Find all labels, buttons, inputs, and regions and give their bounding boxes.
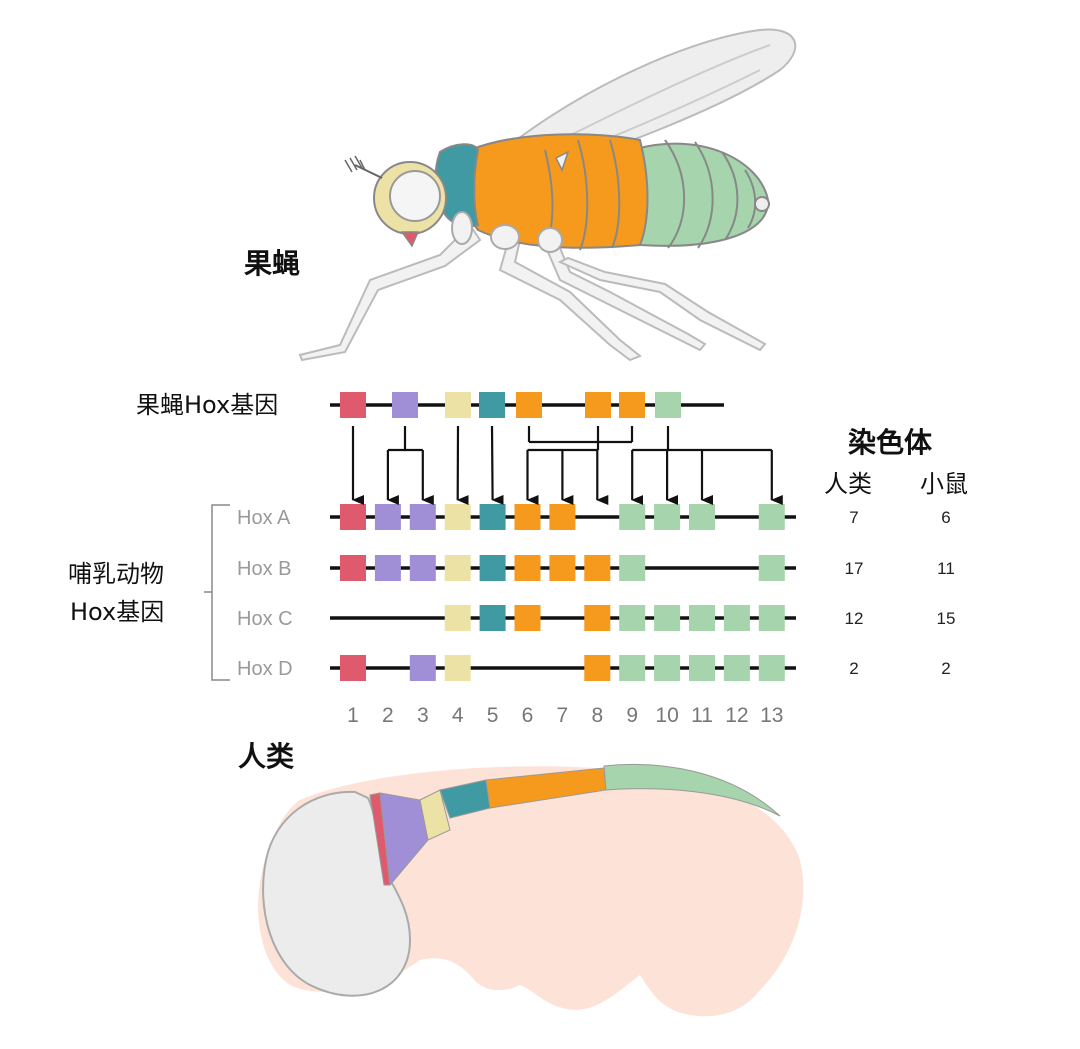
human-chromosome-number: 12: [845, 609, 864, 628]
mammal-gene-box: [619, 555, 646, 581]
mammal-genes-label: 哺乳动物 Hox基因: [68, 560, 164, 626]
mammal-gene-box: [409, 504, 436, 530]
mammal-genes-label-line1: 哺乳动物: [68, 560, 164, 588]
fly-mouth: [400, 231, 420, 248]
fly-legs: [298, 223, 767, 362]
embryo-green-segment: [603, 763, 781, 817]
mammal-gene-box: [654, 655, 681, 681]
embryo-yellow-segment: [419, 789, 451, 841]
mammal-bracket: [211, 504, 230, 681]
fly-genes-label: 果蝇Hox基因: [136, 391, 278, 419]
cluster-name: Hox B: [237, 558, 291, 580]
mouse-chromosome-number: 11: [937, 559, 955, 578]
paralog-number: 7: [557, 704, 569, 727]
mammal-gene-box: [619, 655, 646, 681]
fly-gene-box: [479, 392, 505, 418]
human-chromosome-number: 17: [845, 559, 864, 578]
mammal-gene-box: [374, 555, 401, 581]
fruit-fly-illustration: [298, 28, 797, 362]
cluster-name: Hox D: [237, 658, 293, 680]
paralog-number: 8: [591, 704, 603, 727]
mammal-gene-box: [654, 605, 681, 631]
paralog-number: 2: [382, 704, 394, 727]
mammal-gene-box: [444, 555, 471, 581]
paralog-number: 4: [452, 704, 464, 727]
paralog-number: 12: [725, 704, 748, 727]
paralog-number: 5: [487, 704, 499, 727]
mammal-gene-box: [723, 655, 750, 681]
mammal-gene-box: [514, 504, 541, 530]
mammal-gene-box: [514, 605, 541, 631]
mammal-gene-box: [514, 555, 541, 581]
mammal-gene-box: [584, 555, 611, 581]
mammal-gene-box: [479, 605, 506, 631]
mammal-gene-box: [758, 655, 785, 681]
mammal-gene-box: [619, 504, 646, 530]
paralog-number: 9: [626, 704, 638, 727]
mammal-gene-box: [723, 605, 750, 631]
cluster-name: Hox A: [237, 507, 291, 529]
mammal-gene-box: [689, 655, 715, 681]
mammal-gene-box: [549, 555, 576, 581]
paralog-number: 3: [417, 704, 429, 727]
fly-label: 果蝇: [244, 247, 300, 280]
mammal-gene-box: [689, 605, 715, 631]
human-embryo-illustration: [258, 763, 804, 1017]
paralog-number: 13: [760, 704, 783, 727]
mammal-gene-box: [340, 555, 366, 581]
human-chromosome-number: 2: [849, 659, 858, 678]
mammal-gene-box: [619, 605, 646, 631]
mouse-chromosome-number: 6: [941, 508, 950, 527]
mammal-gene-box: [584, 605, 611, 631]
mammal-gene-box: [758, 504, 785, 530]
mouse-chromosome-number: 2: [941, 659, 950, 678]
mammal-gene-box: [409, 655, 436, 681]
fly-gene-box: [340, 392, 366, 418]
cluster-name: Hox C: [237, 608, 293, 630]
mammal-gene-box: [479, 504, 506, 530]
mammal-gene-box: [654, 504, 681, 530]
mammal-gene-box: [444, 504, 471, 530]
mammal-gene-box: [584, 655, 611, 681]
mouse-chromosome-number: 15: [937, 609, 956, 628]
mammal-gene-box: [758, 605, 785, 631]
mammal-gene-box: [479, 555, 506, 581]
fly-gene-box: [619, 392, 645, 418]
fly-gene-box: [655, 392, 681, 418]
paralog-number: 11: [691, 704, 713, 727]
mammal-gene-box: [444, 655, 471, 681]
fly-eye: [389, 170, 441, 222]
mammal-gene-box: [444, 605, 471, 631]
mammal-gene-box: [340, 504, 366, 530]
mammal-gene-box: [758, 555, 785, 581]
paralog-number: 10: [655, 704, 678, 727]
human-column-header: 人类: [824, 470, 872, 498]
mammal-gene-box: [689, 504, 715, 530]
mammal-gene-box: [340, 655, 366, 681]
mapping-arrow: [490, 425, 504, 505]
human-chromosome-number: 7: [849, 508, 858, 527]
mouse-column-header: 小鼠: [920, 470, 968, 498]
fly-gene-box: [392, 392, 418, 418]
mammal-gene-box: [374, 504, 401, 530]
paralog-number: 6: [522, 704, 534, 727]
human-label: 人类: [238, 740, 294, 773]
mammal-gene-box: [549, 504, 576, 530]
fly-gene-box: [445, 392, 471, 418]
fly-abdomen: [630, 142, 770, 247]
mammal-gene-box: [409, 555, 436, 581]
fly-gene-box: [516, 392, 542, 418]
paralog-number: 1: [347, 704, 359, 727]
fly-gene-box: [585, 392, 611, 418]
chromosome-header: 染色体: [848, 426, 933, 459]
mammal-genes-label-line2: Hox基因: [70, 598, 164, 626]
